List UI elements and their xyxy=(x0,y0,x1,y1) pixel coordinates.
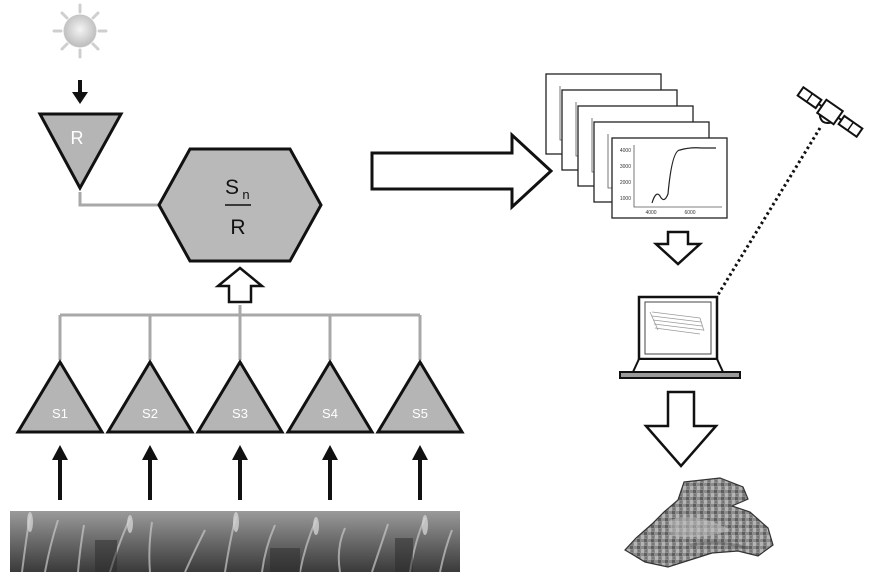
spectrum-curve xyxy=(651,147,716,204)
sensor-label: S3 xyxy=(232,406,248,421)
y-tick: 4000 xyxy=(620,148,631,154)
ratio-numerator: S xyxy=(225,176,239,199)
spectrum-chart-front: 4000 3000 2000 1000 4000 6000 xyxy=(611,137,728,219)
sensor-s5: S5 xyxy=(375,359,465,434)
sensor-label: S2 xyxy=(142,406,158,421)
reference-sensor-label: R xyxy=(71,128,84,148)
x-tick: 6000 xyxy=(684,210,695,216)
sensor-label: S4 xyxy=(322,406,338,421)
reflectance-arrows xyxy=(52,445,428,500)
x-tick: 4000 xyxy=(645,210,656,216)
ratio-hexagon: S n R xyxy=(157,147,323,263)
ratio-denominator: R xyxy=(230,216,245,239)
laptop-icon xyxy=(619,295,741,379)
y-tick: 3000 xyxy=(620,164,631,170)
sensor-connector xyxy=(58,305,422,360)
ratio-subscript: n xyxy=(242,187,249,202)
spectra-stack: 4000 3000 2000 1000 4000 6000 xyxy=(545,73,728,219)
sunlight-arrow xyxy=(72,80,88,104)
down-arrow-large xyxy=(643,390,719,468)
reference-connector xyxy=(78,192,160,207)
reference-sensor: R xyxy=(37,112,124,192)
field-map-icon xyxy=(624,477,774,568)
down-arrow xyxy=(652,230,704,266)
sun-icon xyxy=(52,3,108,59)
wheat-field-photo xyxy=(10,511,460,572)
sensor-label: S1 xyxy=(52,406,68,421)
up-arrow xyxy=(214,266,266,304)
sensor-s4: S4 xyxy=(285,359,375,434)
sensor-s2: S2 xyxy=(105,359,195,434)
right-arrow xyxy=(370,131,554,211)
y-tick: 2000 xyxy=(620,180,631,186)
sensor-s3: S3 xyxy=(195,359,285,434)
y-tick: 1000 xyxy=(620,196,631,202)
satellite-link xyxy=(714,127,822,299)
sensor-s1: S1 xyxy=(15,359,105,434)
sensor-label: S5 xyxy=(412,406,428,421)
satellite-icon xyxy=(796,85,864,139)
